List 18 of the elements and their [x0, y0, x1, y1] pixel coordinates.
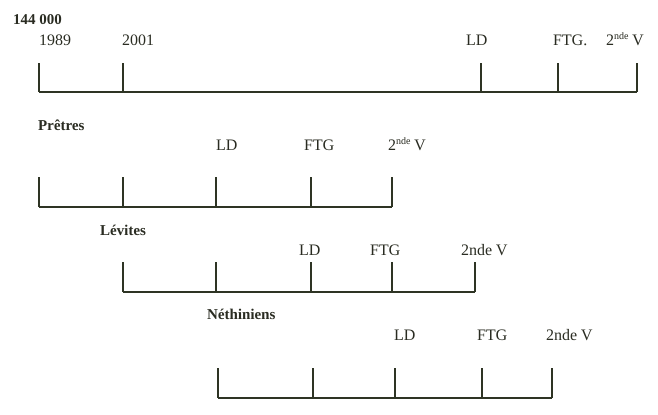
- tick-label: LD: [216, 138, 238, 154]
- tick-label: LD: [299, 243, 320, 259]
- timeline-heading: Lévites: [100, 223, 146, 239]
- tick-label: FTG: [304, 138, 334, 154]
- tick-label: LD: [466, 33, 488, 49]
- tick-label: FTG.: [553, 33, 588, 49]
- tick-label: FTG: [370, 243, 400, 259]
- tick-label: 1989: [39, 33, 71, 49]
- tick-label: LD: [394, 328, 416, 344]
- tick-label: 2$^{nde}$ V: [388, 138, 426, 154]
- timeline-heading: Prêtres: [38, 118, 84, 134]
- tick-label: 2001: [122, 33, 154, 49]
- tick-label: 2$^{nde}$ V: [606, 33, 644, 49]
- timeline-heading: Néthiniens: [207, 307, 276, 323]
- tick-label: 2nde V: [546, 328, 592, 344]
- tick-label: FTG: [477, 328, 508, 344]
- timeline-heading: 144 000: [13, 12, 62, 28]
- tick-label: 2nde V: [461, 243, 508, 259]
